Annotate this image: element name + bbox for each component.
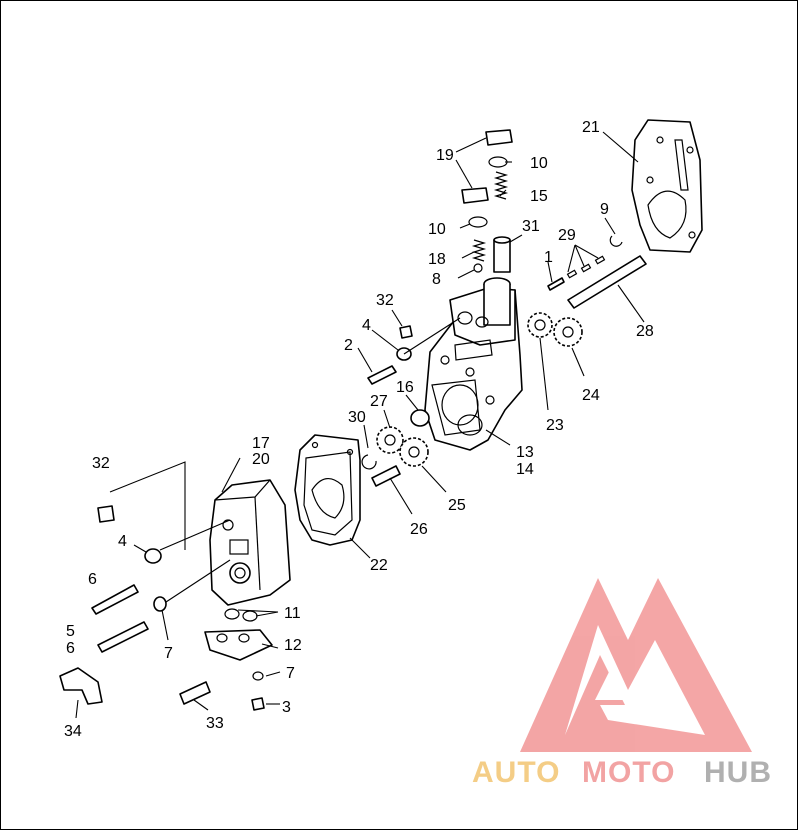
callout-25: 25	[448, 497, 466, 514]
callout-14: 14	[516, 461, 534, 478]
callout-11: 11	[284, 605, 301, 622]
gear-27	[376, 426, 404, 454]
callout-9: 9	[600, 201, 609, 218]
watermark-logo	[520, 578, 752, 752]
callout-21: 21	[582, 119, 600, 136]
callout-7: 7	[286, 665, 295, 682]
callout-15: 15	[530, 188, 548, 205]
callout-19: 19	[436, 147, 454, 164]
callout-6: 6	[66, 640, 75, 657]
cover-17-20	[209, 479, 291, 606]
callout-32: 32	[92, 455, 110, 472]
callout-24: 24	[582, 387, 600, 404]
callout-27: 27	[370, 393, 388, 410]
callout-4: 4	[118, 533, 127, 550]
gasket-22	[294, 434, 361, 546]
pump-body	[424, 277, 523, 451]
callout-1: 1	[544, 249, 553, 266]
callout-7: 7	[164, 645, 173, 662]
gear-23	[527, 312, 553, 338]
callout-23: 23	[546, 417, 564, 434]
callout-30: 30	[348, 409, 366, 426]
watermark-word-hub: HUB	[704, 756, 772, 789]
callout-12: 12	[284, 637, 302, 654]
gear-24	[553, 317, 583, 347]
callout-29: 29	[558, 227, 576, 244]
gear-25	[399, 437, 429, 467]
callout-5: 5	[66, 623, 75, 640]
cover-gasket-21	[631, 119, 703, 253]
callout-22: 22	[370, 557, 388, 574]
leader-lines	[75, 131, 645, 719]
callout-32: 32	[376, 292, 394, 309]
callout-6: 6	[88, 571, 97, 588]
callout-18: 18	[428, 251, 446, 268]
callout-26: 26	[410, 521, 428, 538]
callout-33: 33	[206, 715, 224, 732]
callout-20: 20	[252, 451, 270, 468]
callout-10: 10	[428, 221, 446, 238]
callout-17: 17	[252, 435, 270, 452]
small-parts	[59, 129, 647, 711]
callout-31: 31	[522, 218, 540, 235]
callout-8: 8	[432, 271, 441, 288]
watermark-word-auto: AUTO	[472, 756, 560, 789]
callout-28: 28	[636, 323, 654, 340]
callout-2: 2	[344, 337, 353, 354]
callout-34: 34	[64, 723, 82, 740]
callout-10: 10	[530, 155, 548, 172]
callout-13: 13	[516, 444, 534, 461]
callout-4: 4	[362, 317, 371, 334]
callout-3: 3	[282, 699, 291, 716]
watermark-text: AUTO MOTO HUB	[472, 756, 772, 789]
callout-labels: 1 2 3 4 4 5 6 6 7 7 8 9 10 10 11 12 13 1…	[64, 119, 654, 740]
watermark-word-moto: MOTO	[582, 756, 675, 789]
callout-16: 16	[396, 379, 414, 396]
